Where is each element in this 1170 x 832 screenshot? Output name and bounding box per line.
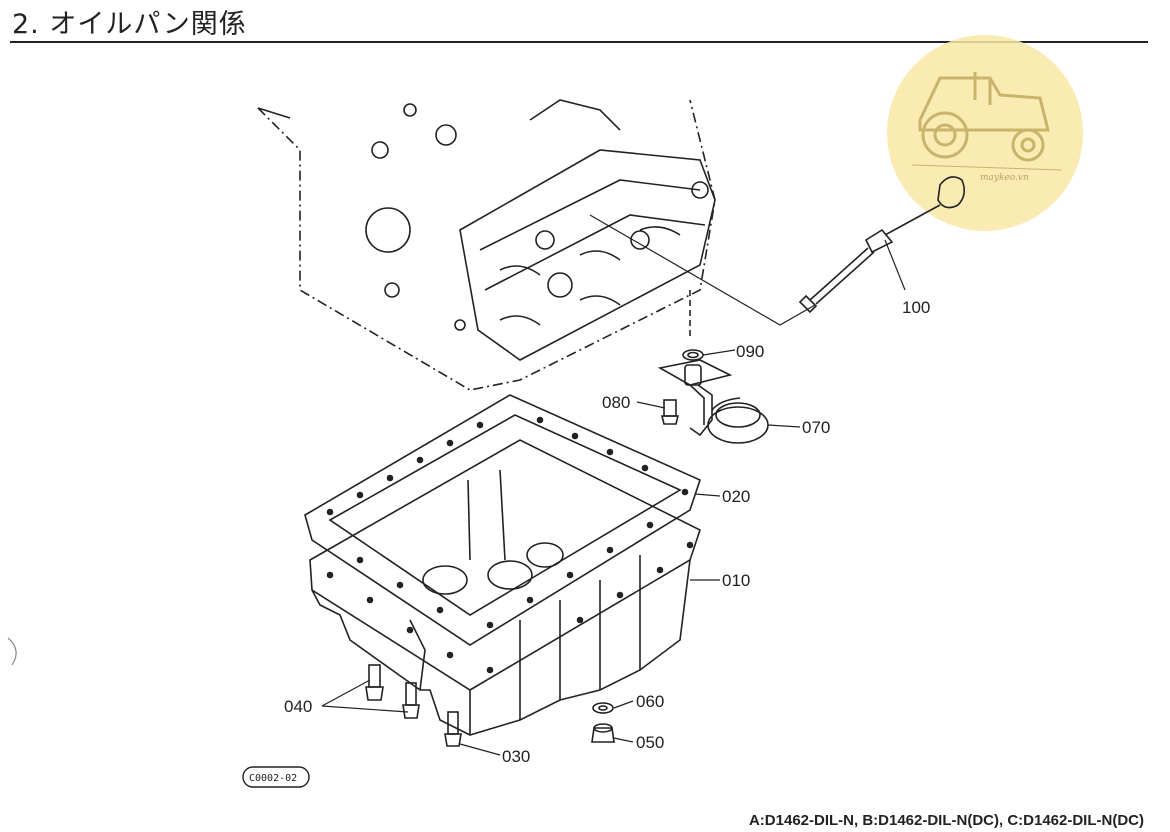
diagram-code: C0002-02 <box>242 766 310 788</box>
label-100: 100 <box>902 298 930 317</box>
title-underline <box>10 41 1148 43</box>
diagram-code-text: C0002-02 <box>249 773 297 784</box>
label-030: 030 <box>502 747 530 766</box>
page-title: 2. オイルパン関係 <box>12 9 247 40</box>
label-010: 010 <box>722 571 750 590</box>
edge-mark <box>7 637 17 666</box>
leader-lines <box>321 239 906 756</box>
oil-pan <box>309 439 701 736</box>
oil-strainer <box>657 349 769 444</box>
gasket <box>304 394 701 646</box>
label-020: 020 <box>722 487 750 506</box>
model-applicability: A:D1462-DIL-N, B:D1462-DIL-N(DC), C:D146… <box>748 812 1144 829</box>
label-040: 040 <box>284 697 312 716</box>
engine-block <box>257 99 716 391</box>
label-070: 070 <box>802 418 830 437</box>
label-090: 090 <box>736 342 764 361</box>
watermark-text: maykeo.vn <box>980 173 1029 183</box>
watermark-logo: maykeo.vn <box>887 35 1083 231</box>
label-060: 060 <box>636 692 664 711</box>
label-080: 080 <box>602 393 630 412</box>
label-050: 050 <box>636 733 664 752</box>
bolts <box>365 664 615 747</box>
dipstick <box>589 176 966 326</box>
